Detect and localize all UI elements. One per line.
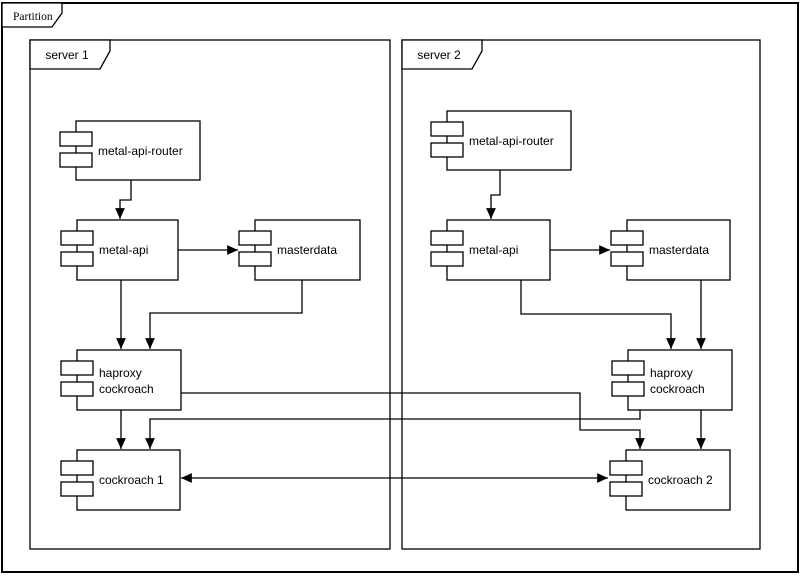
- component-s1-cockroach-1[interactable]: cockroach 1: [60, 449, 181, 511]
- component-label-line2: cockroach: [99, 382, 154, 396]
- partition-label: Partition: [13, 11, 53, 23]
- component-s1-masterdata[interactable]: masterdata: [238, 219, 361, 281]
- component-body: [76, 449, 181, 511]
- server1-tab: [29, 39, 111, 70]
- component-tab-icon: [60, 460, 94, 476]
- component-label: metal-api: [99, 243, 148, 257]
- edge-s2-router-to-api[interactable]: [486, 170, 501, 219]
- component-s1-metal-api[interactable]: metal-api: [60, 219, 179, 281]
- component-label: cockroach 1: [99, 473, 164, 487]
- partition-tab: [1, 2, 63, 28]
- component-body: [446, 110, 572, 171]
- component-label-line2: cockroach: [650, 382, 705, 396]
- component-tab-icon: [611, 381, 645, 397]
- server2-border: [401, 39, 761, 550]
- component-label: masterdata: [649, 243, 709, 257]
- server2-tab: [401, 39, 483, 70]
- edge-s2-api-to-haproxy[interactable]: [520, 280, 676, 349]
- server2-frame[interactable]: server 2: [401, 39, 761, 550]
- component-body: [625, 449, 731, 511]
- edge-s1-masterdata-to-haproxy[interactable]: [145, 280, 303, 349]
- component-body: [627, 349, 733, 411]
- component-tab-icon: [611, 360, 645, 376]
- partition-border: [1, 2, 799, 573]
- component-tab-icon: [60, 251, 94, 267]
- component-s2-masterdata[interactable]: masterdata: [610, 219, 731, 281]
- component-tab-icon: [430, 121, 464, 137]
- component-s2-cockroach-2[interactable]: cockroach 2: [609, 449, 731, 511]
- component-body: [626, 219, 731, 281]
- edge-s1-haproxy-to-cockroach2[interactable]: [181, 392, 645, 449]
- component-tab-icon: [610, 230, 644, 246]
- component-s2-haproxy-cockroach[interactable]: haproxy cockroach: [611, 349, 733, 411]
- component-tab-icon: [60, 360, 94, 376]
- component-body: [75, 120, 201, 181]
- server1-label: server 1: [45, 48, 89, 62]
- component-label: masterdata: [277, 243, 337, 257]
- component-s1-metal-api-router[interactable]: metal-api-router: [59, 120, 201, 181]
- component-body: [446, 219, 551, 281]
- component-tab-icon: [609, 460, 643, 476]
- component-tab-icon: [59, 131, 93, 147]
- component-tab-icon: [430, 251, 464, 267]
- component-body: [76, 219, 179, 281]
- component-label: cockroach 2: [648, 473, 713, 487]
- component-label: metal-api: [469, 243, 518, 257]
- component-tab-icon: [610, 251, 644, 267]
- component-label-line1: haproxy: [99, 366, 142, 380]
- component-tab-icon: [430, 230, 464, 246]
- component-tab-icon: [430, 142, 464, 158]
- component-s2-metal-api-router[interactable]: metal-api-router: [430, 110, 572, 171]
- component-label: metal-api-router: [98, 144, 183, 158]
- edge-s2-haproxy-to-cockroach1[interactable]: [145, 410, 641, 449]
- component-s2-metal-api[interactable]: metal-api: [430, 219, 551, 281]
- component-tab-icon: [60, 481, 94, 497]
- component-tab-icon: [238, 230, 272, 246]
- component-tab-icon: [60, 381, 94, 397]
- component-body: [76, 349, 182, 411]
- edge-s1-router-to-api[interactable]: [115, 180, 132, 219]
- component-tab-icon: [60, 230, 94, 246]
- component-body: [254, 219, 361, 281]
- component-tab-icon: [59, 152, 93, 168]
- component-s1-haproxy-cockroach[interactable]: haproxy cockroach: [60, 349, 182, 411]
- component-label-line1: haproxy: [650, 366, 693, 380]
- server1-frame[interactable]: server 1: [29, 39, 391, 550]
- server1-border: [29, 39, 391, 550]
- partition-frame[interactable]: Partition: [1, 2, 799, 573]
- component-tab-icon: [609, 481, 643, 497]
- server2-label: server 2: [417, 48, 461, 62]
- component-label: metal-api-router: [469, 134, 554, 148]
- component-tab-icon: [238, 251, 272, 267]
